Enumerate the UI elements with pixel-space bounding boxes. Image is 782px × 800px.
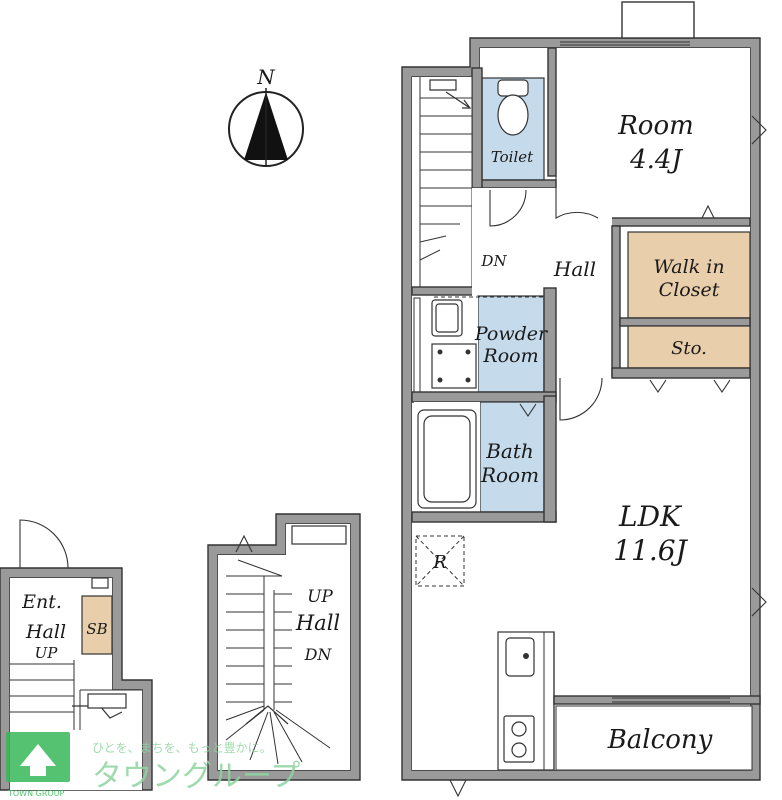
brand-logo: TOWN GROUP ひとを、まちを、もっと豊かに。 タウングループ	[6, 732, 300, 798]
powder-room-line2: Room	[482, 345, 538, 367]
compass: N	[228, 65, 304, 167]
main-unit	[401, 1, 767, 798]
bath-room-line2: Room	[480, 463, 539, 487]
upper-stairs	[412, 77, 473, 287]
compass-label: N	[256, 65, 276, 89]
storage-area	[627, 325, 751, 369]
walk-in-closet-line2: Closet	[659, 279, 720, 301]
storage-label: Sto.	[671, 338, 707, 359]
kitchen-sink-icon	[505, 637, 535, 677]
toilet-tank-icon	[497, 79, 529, 97]
ldk-size: 11.6J	[613, 534, 688, 567]
logo-sub: TOWN GROUP	[7, 789, 65, 798]
walk-in-closet-line1: Walk in	[653, 256, 724, 278]
walk-in-closet-area	[627, 231, 751, 319]
balcony-area	[555, 705, 753, 771]
hall-label: Hall	[553, 257, 596, 281]
shoe-box-label: SB	[86, 620, 107, 638]
shoe-box	[81, 595, 113, 655]
powder-room-door	[559, 377, 603, 421]
room-wall-bottom	[599, 217, 751, 227]
ldk-side-window	[751, 587, 767, 617]
middle-hall	[207, 513, 361, 781]
entrance-hall-line3: UP	[35, 644, 59, 662]
refrigerator-space	[415, 535, 465, 587]
entrance-hall-line2: Hall	[25, 621, 66, 643]
balcony-label: Balcony	[607, 725, 713, 755]
mid-hall-line3: DN	[304, 645, 333, 664]
refrigerator-label: R	[432, 552, 447, 573]
dn-upper-label: DN	[480, 252, 507, 270]
logo-house-icon	[20, 744, 56, 766]
room-window	[621, 1, 695, 39]
mid-hall-line2: Hall	[295, 611, 340, 635]
bath-room-area	[479, 401, 545, 513]
room-size: 4.4J	[629, 145, 683, 175]
logo-tagline: ひとを、まちを、もっと豊かに。	[92, 741, 272, 755]
room-door	[555, 176, 599, 219]
toilet-door	[489, 189, 527, 227]
mid-hall-line1: UP	[307, 587, 333, 607]
bath-room-line1: Bath	[485, 439, 534, 463]
entrance-door	[19, 519, 69, 569]
ldk-label: LDK	[618, 500, 683, 533]
toilet-label: Toilet	[491, 148, 534, 166]
room-label: Room	[617, 111, 694, 141]
balcony-wall-top	[553, 695, 761, 705]
entrance-hall-line1: Ent.	[21, 591, 62, 613]
toilet-bowl-icon	[497, 94, 529, 136]
room-wall-left	[547, 47, 557, 177]
room-side-window	[751, 115, 767, 145]
logo-brand: タウングループ	[92, 759, 300, 794]
powder-room-line1: Powder	[474, 323, 549, 345]
